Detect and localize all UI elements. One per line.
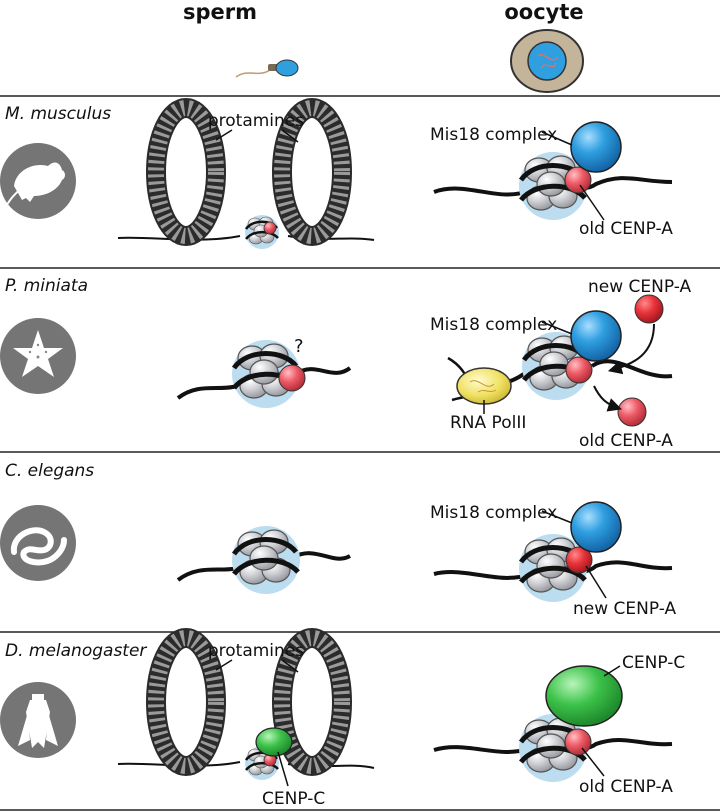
header-sperm: sperm [183, 0, 257, 24]
sperm-melanogaster-chromatin [117, 638, 375, 782]
oocyte-elegans-chromatin [433, 501, 673, 602]
label-new-cenpa-miniata: new CENP-A [588, 277, 692, 297]
label-cenpc-oocyte: CENP-C [622, 653, 685, 673]
sperm-elegans-chromatin [176, 526, 351, 594]
label-mis18-elegans: Mis18 complex [430, 503, 557, 523]
oocyte-cell-icon [510, 29, 584, 93]
label-new-cenpa-elegans: new CENP-A [573, 599, 677, 619]
mouse-icon [0, 143, 76, 219]
sperm-musculus-chromatin [117, 108, 375, 251]
label-rna-polii: RNA PolII [450, 413, 526, 433]
label-protamines-melanogaster: protamines [208, 641, 304, 661]
label-old-cenpa-miniata: old CENP-A [579, 431, 673, 451]
fly-icon [0, 682, 76, 758]
label-mis18-miniata: Mis18 complex [430, 315, 557, 335]
label-mis18-musculus: Mis18 complex [430, 125, 557, 145]
label-old-cenpa-musculus: old CENP-A [579, 219, 673, 239]
question-mark: ? [294, 336, 304, 357]
oocyte-miniata-chromatin [447, 294, 673, 427]
species-label-elegans: C. elegans [5, 461, 94, 481]
starfish-icon [0, 318, 76, 394]
worm-icon [0, 505, 76, 581]
label-old-cenpa-melanogaster: old CENP-A [579, 777, 673, 797]
species-label-musculus: M. musculus [5, 104, 111, 124]
label-cenpc-sperm: CENP-C [262, 789, 325, 809]
sperm-cell-icon [235, 59, 299, 78]
sperm-miniata-chromatin [176, 340, 352, 408]
header-oocyte: oocyte [504, 0, 583, 24]
oocyte-melanogaster-chromatin [433, 665, 673, 782]
species-label-melanogaster: D. melanogaster [5, 641, 147, 661]
oocyte-musculus-chromatin [433, 121, 673, 220]
species-label-miniata: P. miniata [5, 276, 88, 296]
label-protamines: protamines [208, 111, 304, 131]
